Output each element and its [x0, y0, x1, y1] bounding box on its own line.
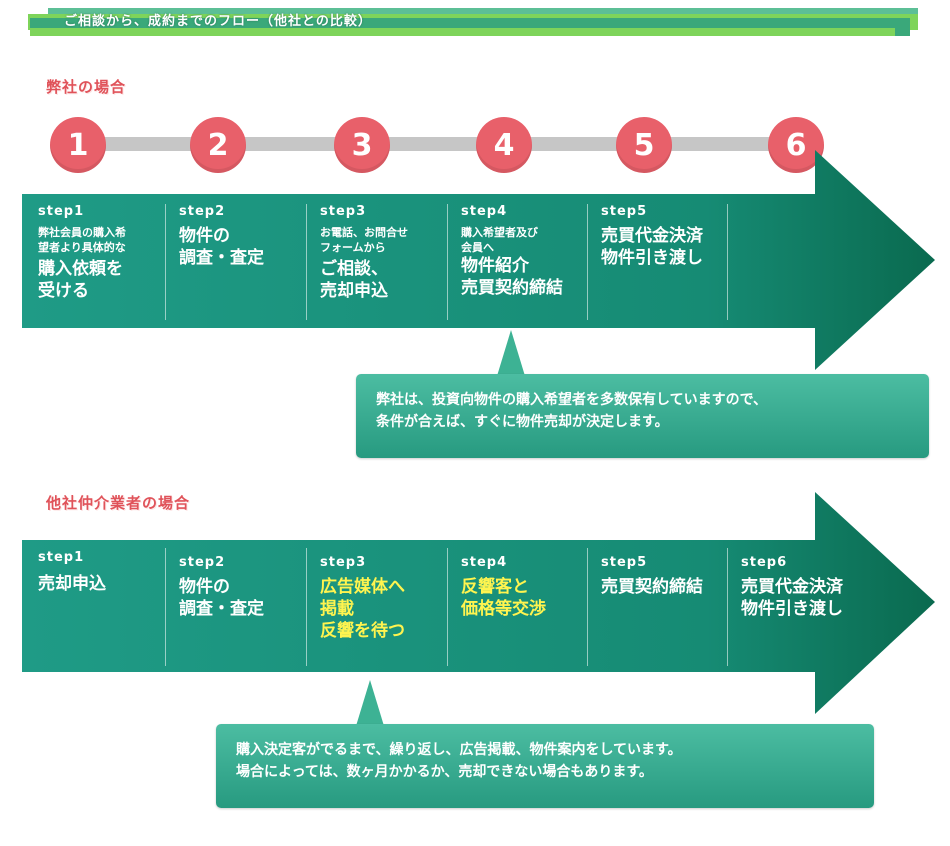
ours-step-4: step4 購入希望者及び 会員へ 物件紹介 売買契約締結 [447, 204, 587, 299]
callout-text: 条件が合えば、すぐに物件売却が決定します。 [376, 414, 669, 430]
step-heading: 物件紹介 [461, 256, 529, 276]
others-step-6: step6 売買代金決済 物件引き渡し [727, 555, 877, 620]
others-step-2: step2 物件の 調査・査定 [165, 555, 305, 620]
flow-arrow-ours [22, 150, 935, 370]
step-note: お電話、お問合せ [320, 226, 408, 239]
step-divider [727, 548, 728, 666]
step-label: step1 [38, 550, 85, 565]
step-heading: 物件の [179, 226, 230, 246]
step-progress-line [78, 137, 798, 151]
step-heading: 売買契約締結 [461, 278, 563, 298]
step-divider [306, 548, 307, 666]
step-heading: 物件引き渡し [601, 248, 703, 268]
step-divider [587, 204, 588, 320]
step-label: step2 [179, 555, 226, 570]
step-heading: 売買代金決済 [601, 226, 703, 246]
step-note: 会員へ [461, 241, 494, 254]
ours-step-1: step1 弊社会員の購入希 望者より具体的な 購入依頼を 受ける [24, 204, 164, 302]
step-number-3: 3 [334, 117, 390, 173]
step-heading: 広告媒体へ [320, 577, 405, 597]
step-label: step3 [320, 204, 367, 219]
step-divider [165, 204, 166, 320]
header-ribbon-accent [30, 28, 895, 36]
step-number-6: 6 [768, 117, 824, 173]
step-heading: 反響を待つ [320, 621, 405, 641]
callout-ours: 弊社は、投資向物件の購入希望者を多数保有していますので、 条件が合えば、すぐに物… [356, 374, 929, 458]
others-step-4: step4 反響客と 価格等交渉 [447, 555, 587, 620]
step-divider [306, 204, 307, 320]
step-heading: 反響客と [461, 577, 529, 597]
step-label: step4 [461, 555, 508, 570]
step-number-2: 2 [190, 117, 246, 173]
flow-arrow-others [22, 492, 935, 714]
others-step-1: step1 売却申込 [24, 550, 164, 595]
step-label: step5 [601, 555, 648, 570]
step-heading: 購入依頼を [38, 259, 123, 279]
callout-others: 購入決定客がでるまで、繰り返し、広告掲載、物件案内をしています。 場合によっては… [216, 724, 874, 808]
step-divider [727, 204, 728, 320]
ours-step-3: step3 お電話、お問合せ フォームから ご相談、 売却申込 [306, 204, 446, 302]
step-label: step2 [179, 204, 226, 219]
section2-title: 他社仲介業者の場合 [46, 494, 191, 512]
callout-pointer [356, 680, 384, 726]
step-heading: 調査・査定 [179, 248, 264, 268]
step-note: 弊社会員の購入希 [38, 226, 126, 239]
step-label: step3 [320, 555, 367, 570]
step-heading: 受ける [38, 281, 89, 301]
step-note: 望者より具体的な [38, 241, 126, 254]
step-number-1: 1 [50, 117, 106, 173]
ours-step-2: step2 物件の 調査・査定 [165, 204, 305, 269]
step-heading: 物件引き渡し [741, 599, 843, 619]
step-label: step5 [601, 204, 648, 219]
others-step-3: step3 広告媒体へ 掲載 反響を待つ [306, 555, 446, 642]
step-divider [447, 204, 448, 320]
step-heading: ご相談、 [320, 259, 388, 279]
step-label: step4 [461, 204, 508, 219]
others-step-5: step5 売買契約締結 [587, 555, 727, 598]
step-label: step1 [38, 204, 85, 219]
step-divider [587, 548, 588, 666]
step-heading: 物件の [179, 577, 230, 597]
step-number-5: 5 [616, 117, 672, 173]
ours-step-5: step5 売買代金決済 物件引き渡し [587, 204, 727, 269]
step-number-4: 4 [476, 117, 532, 173]
callout-pointer [497, 330, 525, 376]
step-heading: 掲載 [320, 599, 354, 619]
step-heading: 売却申込 [320, 281, 388, 301]
step-heading: 売買代金決済 [741, 577, 843, 597]
step-divider [447, 548, 448, 666]
page-title: ご相談から、成約までのフロー（他社との比較） [64, 14, 372, 29]
step-note: フォームから [320, 241, 386, 254]
step-heading: 調査・査定 [179, 599, 264, 619]
step-heading: 売却申込 [38, 574, 106, 594]
callout-text: 弊社は、投資向物件の購入希望者を多数保有していますので、 [376, 392, 768, 408]
step-label: step6 [741, 555, 788, 570]
step-heading: 価格等交渉 [461, 599, 546, 619]
section1-title: 弊社の場合 [46, 78, 127, 96]
step-divider [165, 548, 166, 666]
callout-text: 購入決定客がでるまで、繰り返し、広告掲載、物件案内をしています。 [236, 742, 682, 758]
callout-text: 場合によっては、数ヶ月かかるか、売却できない場合もあります。 [236, 764, 653, 780]
step-heading: 売買契約締結 [601, 577, 703, 597]
step-note: 購入希望者及び [461, 226, 538, 239]
